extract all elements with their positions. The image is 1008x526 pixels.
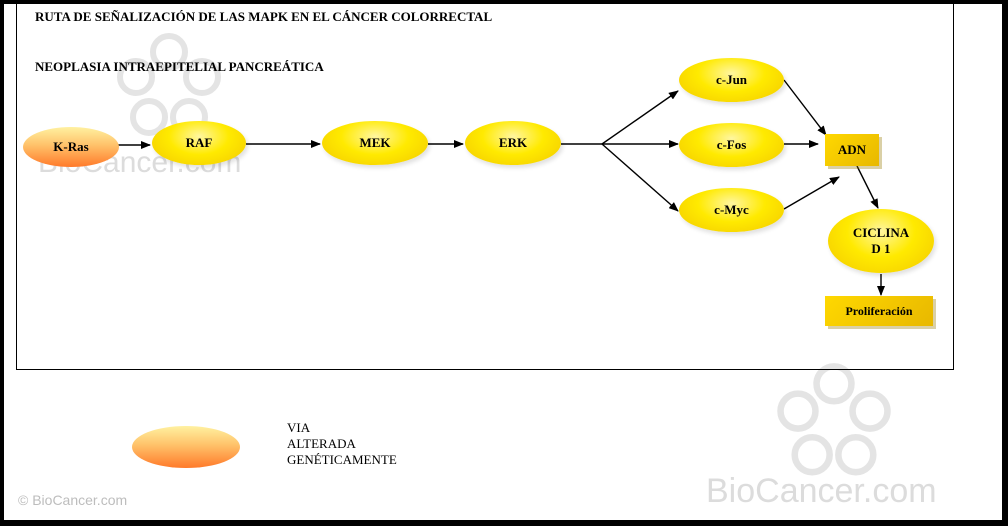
node-cjun: c-Jun [679, 58, 784, 102]
watermark-logo-icon-2 [777, 363, 891, 476]
node-cfos-label: c-Fos [716, 137, 747, 152]
watermark-logo-icon [117, 33, 221, 136]
node-erk-label: ERK [498, 135, 528, 150]
node-cjun-label: c-Jun [715, 72, 748, 87]
node-proliferacion-label: Proliferación [845, 303, 913, 318]
diagram-canvas: BioCancer.com BioCancer.com © BioCancer.… [4, 4, 1002, 520]
arrow-cmyc-adn [783, 176, 840, 210]
node-kras: K-Ras [23, 127, 119, 167]
diagram-frame [16, 4, 954, 370]
node-mek: MEK [322, 121, 428, 165]
watermark-small: © BioCancer.com [18, 492, 128, 508]
node-adn-label: ADN [837, 142, 867, 157]
arrow-cjun-adn [783, 79, 827, 136]
node-mek-label: MEK [359, 135, 391, 150]
node-cfos: c-Fos [679, 123, 784, 167]
node-raf-label: RAF [185, 135, 213, 150]
legend-line-3: GENÉTICAMENTE [287, 452, 397, 467]
node-ciclina-label-2: D 1 [871, 241, 891, 256]
arrow-split-cjun [601, 90, 679, 145]
legend-altered-swatch [132, 426, 240, 468]
legend-label: VIA ALTERADA GENÉTICAMENTE [287, 420, 397, 468]
node-cmyc-label: c-Myc [714, 202, 749, 217]
node-adn: ADN [825, 134, 879, 166]
arrow-split-cmyc [601, 143, 679, 212]
node-kras-label: K-Ras [53, 139, 89, 154]
diagram-title: RUTA DE SEÑALIZACIÓN DE LAS MAPK EN EL C… [35, 9, 493, 24]
arrow-adn-ciclina [856, 165, 879, 209]
legend-line-1: VIA [287, 420, 311, 435]
node-erk: ERK [465, 121, 561, 165]
node-cmyc: c-Myc [679, 188, 784, 232]
node-proliferacion: Proliferación [825, 296, 933, 326]
node-raf: RAF [152, 121, 246, 165]
watermark-large: BioCancer.com [706, 472, 937, 510]
pathway-arrows [118, 79, 885, 296]
node-ciclina: CICLINA D 1 [828, 209, 934, 273]
legend-line-2: ALTERADA [287, 436, 356, 451]
diagram-subtitle: NEOPLASIA INTRAEPITELIAL PANCREÁTICA [35, 59, 324, 74]
node-ciclina-label-1: CICLINA [852, 225, 910, 240]
